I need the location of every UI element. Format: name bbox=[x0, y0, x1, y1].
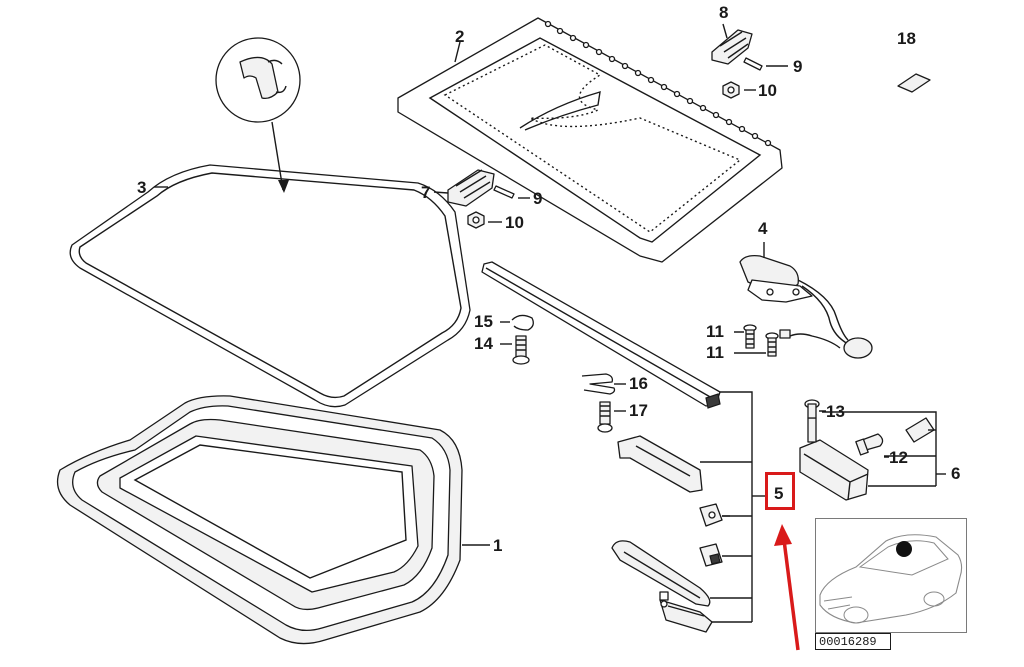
pad-part-18 bbox=[897, 73, 931, 93]
clip-and-bolt-14-15 bbox=[500, 314, 534, 365]
callout-6: 6 bbox=[951, 464, 961, 483]
car-outline-icon bbox=[819, 534, 963, 624]
bracket-assembly-part-6 bbox=[799, 399, 946, 501]
callout-11-top: 11 bbox=[706, 322, 724, 341]
callout-16: 16 bbox=[629, 374, 648, 393]
seal-frame-part-3 bbox=[69, 164, 471, 408]
roof-frame-part-1 bbox=[56, 395, 490, 645]
callout-18: 18 bbox=[897, 29, 916, 48]
screws-part-11 bbox=[734, 324, 779, 357]
callout-9-top: 9 bbox=[793, 57, 803, 76]
callout-9-middle: 9 bbox=[533, 189, 543, 208]
callout-3: 3 bbox=[137, 178, 147, 197]
highlight-box-part-5 bbox=[765, 472, 795, 510]
callout-17: 17 bbox=[629, 401, 648, 420]
callout-5: 5 bbox=[774, 484, 784, 503]
callout-8: 8 bbox=[719, 3, 729, 22]
callout-10-top: 10 bbox=[758, 81, 777, 100]
callout-2: 2 bbox=[455, 27, 465, 46]
lever-arm bbox=[659, 591, 713, 633]
guide-bracket bbox=[617, 435, 703, 493]
callout-1: 1 bbox=[493, 536, 503, 555]
drive-cable-link bbox=[611, 540, 711, 607]
seal-profile-magnifier bbox=[215, 37, 301, 193]
glass-panel-part-2 bbox=[397, 17, 783, 263]
glass-panel-perforations bbox=[544, 20, 772, 147]
callout-5-leader bbox=[700, 391, 765, 623]
callout-14: 14 bbox=[474, 334, 493, 353]
sunroof-location-dot bbox=[896, 541, 912, 557]
diagram-id: 00016289 bbox=[815, 633, 891, 650]
callout-11-bottom: 11 bbox=[706, 343, 724, 362]
callout-4: 4 bbox=[758, 219, 768, 238]
callout-12: 12 bbox=[889, 448, 908, 467]
spring-clip-and-screw-16-17 bbox=[581, 373, 626, 433]
small-block bbox=[699, 543, 723, 567]
clip-group-middle bbox=[433, 169, 530, 229]
red-pointer-arrow bbox=[774, 524, 800, 651]
clip-group-top bbox=[711, 23, 788, 99]
callout-7: 7 bbox=[421, 183, 431, 202]
callout-15: 15 bbox=[474, 312, 493, 331]
car-location-inset bbox=[815, 518, 967, 633]
callout-13: 13 bbox=[826, 402, 845, 421]
motor-part-4 bbox=[739, 242, 873, 359]
guide-rail-strip bbox=[481, 261, 721, 409]
slider-clip bbox=[699, 503, 730, 527]
callout-10-middle: 10 bbox=[505, 213, 524, 232]
